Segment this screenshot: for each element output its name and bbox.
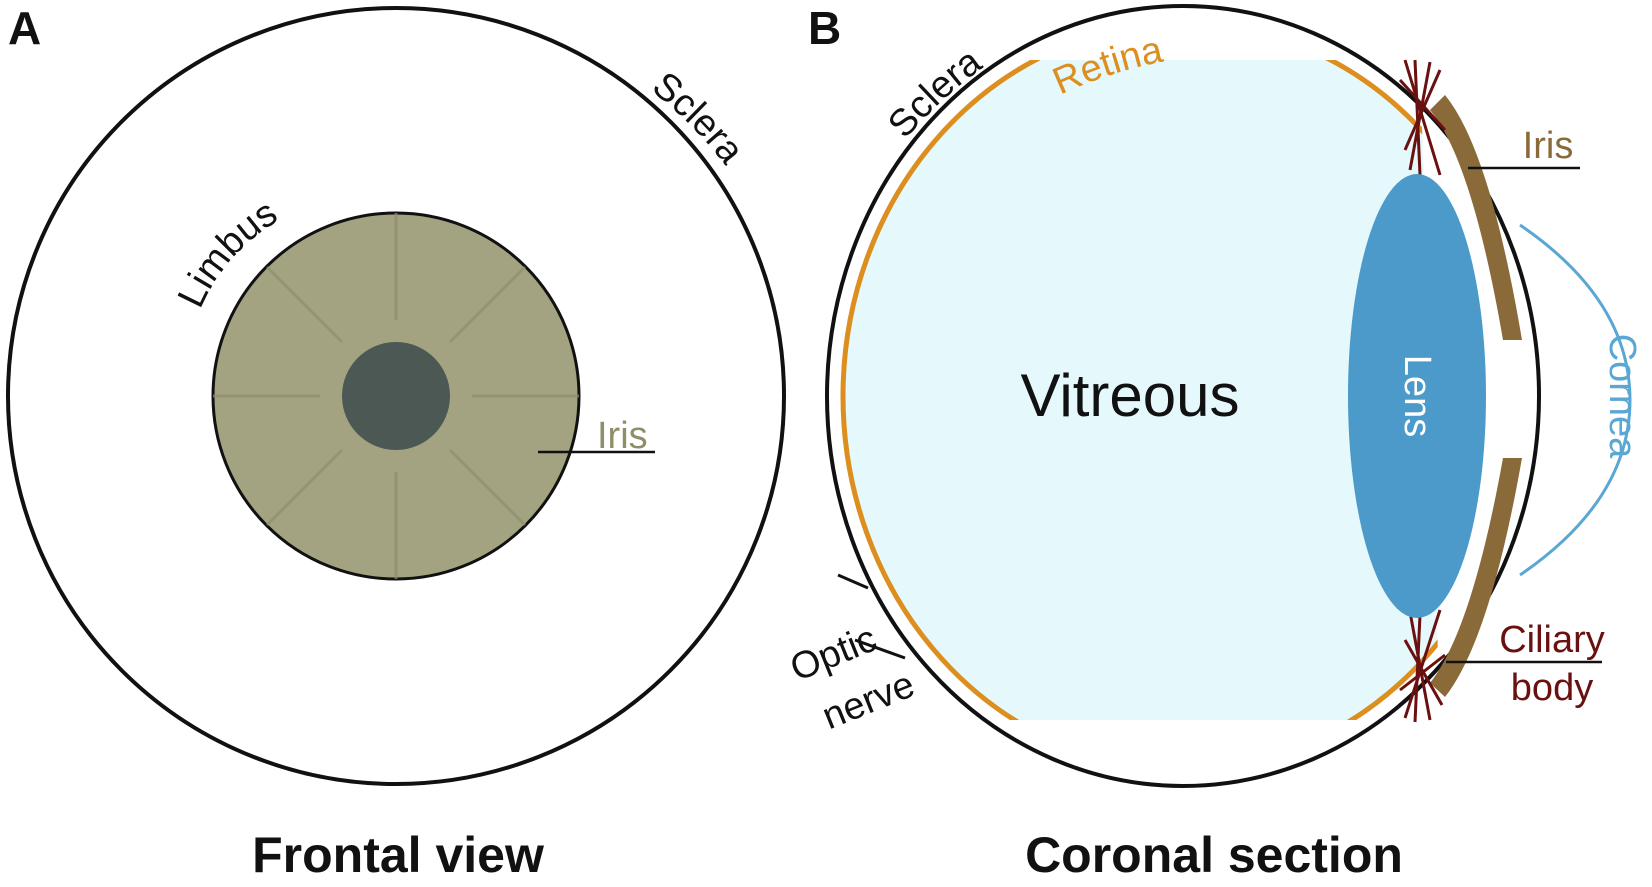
cornea-label: Cornea [1601, 334, 1643, 459]
ciliary-body-lower [1399, 609, 1446, 723]
optic-nerve-lower-line [854, 638, 906, 660]
panel-b-caption: Coronal section [1025, 827, 1403, 883]
pupil [342, 342, 450, 450]
iris-lower [1430, 458, 1522, 697]
iris-label-b: Iris [1523, 125, 1574, 167]
panel-a-caption: Frontal view [252, 827, 544, 883]
vitreous-region [840, 60, 1440, 720]
ciliary-label-line1: Ciliary [1499, 619, 1605, 661]
ciliary-label-line2: body [1511, 667, 1593, 709]
ciliary-body-upper [1398, 59, 1447, 176]
iris-label-a: Iris [597, 415, 648, 457]
lens-label: Lens [1396, 355, 1438, 437]
panel-b: B Lens Scle [785, 2, 1643, 883]
iris-upper [1430, 95, 1522, 340]
iris-striations [213, 213, 579, 579]
optic-nerve-upper-line [837, 573, 869, 590]
panel-a: A Sclera Limbus Iris Frontal view [6, 2, 786, 883]
lens [1348, 174, 1486, 618]
cornea-outline [1519, 223, 1632, 577]
retina-layer [840, 60, 1440, 720]
vitreous-label: Vitreous [1020, 362, 1239, 429]
panel-b-letter: B [808, 2, 841, 54]
panel-a-letter: A [8, 2, 41, 54]
